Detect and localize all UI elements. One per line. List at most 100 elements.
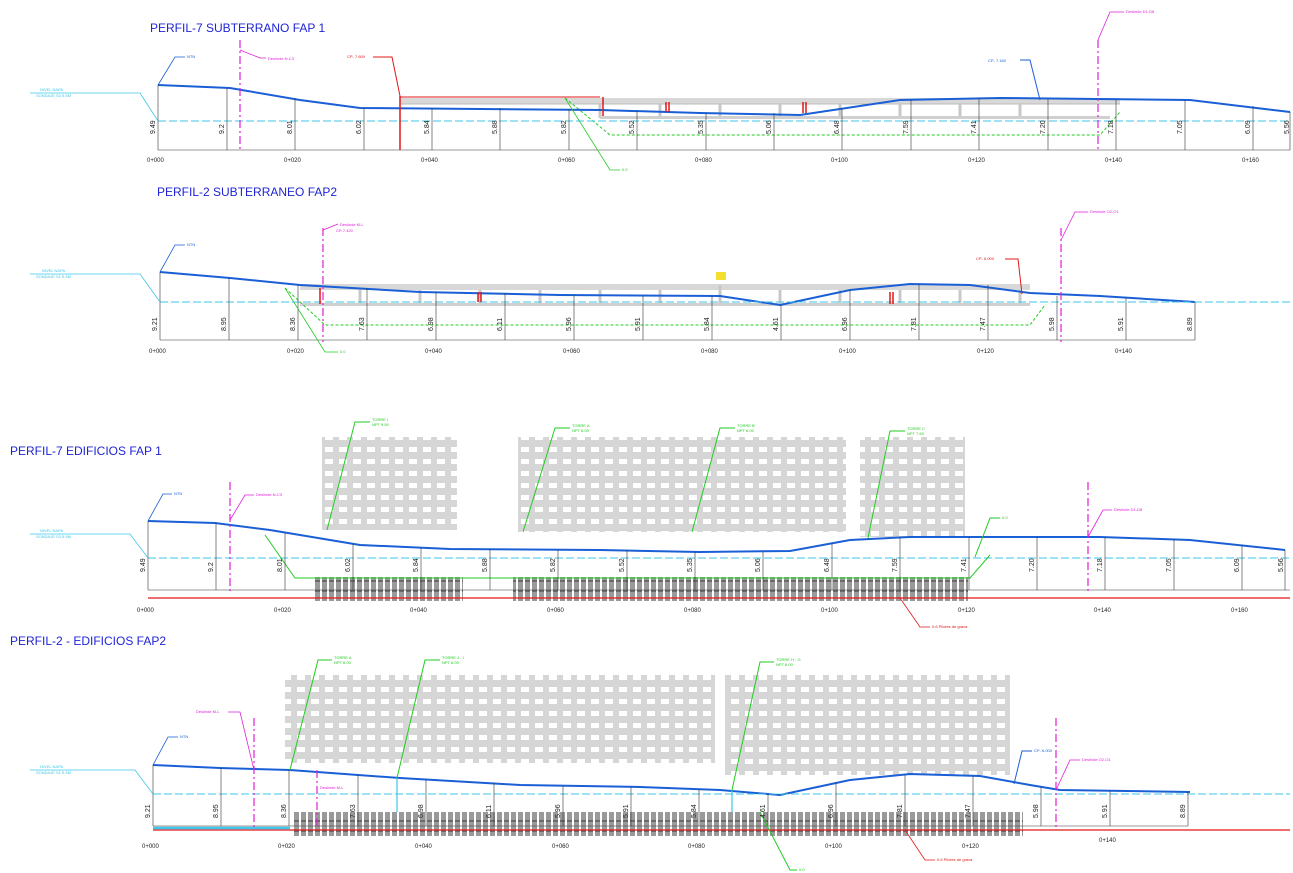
depth-value: 5.84 [691, 804, 698, 818]
zero-label: 0.0 [799, 867, 805, 872]
cp-left-label: CP-7.420 [336, 228, 354, 233]
station-label: 0+080 [688, 844, 706, 850]
buildings [322, 437, 965, 537]
station-label: 0+020 [274, 608, 292, 614]
depth-value: 7.41 [971, 120, 978, 134]
depth-value: 6.98 [428, 317, 435, 331]
depth-value: 5.56 [1284, 120, 1291, 134]
station-grid [159, 272, 1196, 341]
tower-npt: NPT 7.60 [907, 431, 925, 436]
station-label: 0+060 [558, 158, 576, 164]
deslinde-left-label: Deslinde N-C3 [256, 492, 283, 497]
depth-value: 7.20 [1040, 120, 1047, 134]
underground-structure [300, 272, 1030, 306]
cp-left-label: CP- 7.600 [347, 54, 366, 59]
profile-3: PERFIL-7 EDIFICIOS FAP 1 [10, 417, 1290, 629]
depth-value: 5.52 [619, 558, 626, 572]
station-label: 0+080 [695, 158, 713, 164]
depth-value: 5.84 [424, 120, 431, 134]
piles-label: 0.6 Pilotes de grava [932, 624, 968, 629]
napa-label-2: SONDAJE S3 5.5M [36, 93, 71, 98]
station-label: 0+060 [552, 844, 570, 850]
depth-value: 9.2 [219, 124, 226, 134]
depth-value: 5.98 [1033, 804, 1040, 818]
depth-value: 6.09 [1245, 120, 1252, 134]
station-label: 0+080 [684, 608, 702, 614]
tower-labels: TORRE I NPT 9.50 TORRE A NPT 6.00 TORRE … [372, 417, 925, 436]
buildings [285, 675, 1010, 775]
deslinde-left-label: Deslinde N-C3 [268, 56, 295, 61]
zero-label: 0.0 [1002, 515, 1008, 520]
depth-value: 8.89 [1180, 804, 1187, 818]
deslinde-right-label: Deslinde D1-D8 [1126, 9, 1155, 14]
pile-row [513, 577, 968, 601]
station-label: 0+080 [701, 349, 719, 355]
station-grid [152, 765, 1189, 827]
terrain-line [157, 84, 1291, 117]
depth-values: 9.21 8.95 8.36 7.63 6.98 6.11 5.96 5.91 … [152, 317, 1194, 331]
depth-value: 8.95 [213, 804, 220, 818]
station-grid [147, 521, 1290, 591]
tower-label: TORRE I [372, 417, 388, 422]
excavation-line [284, 287, 1046, 326]
depth-value: 5.88 [492, 120, 499, 134]
tower-label: TORRE J - I [442, 655, 464, 660]
zero-label: 0.0 [622, 167, 628, 172]
napa-label-2: SONDAJE S1 5.5M [36, 274, 71, 279]
station-label: 0+040 [425, 349, 443, 355]
cyan-verticals [396, 778, 733, 812]
depth-value: 7.81 [911, 317, 918, 331]
depth-value: 5.96 [566, 317, 573, 331]
depth-value: 7.81 [897, 804, 904, 818]
profile-4: PERFIL-2 - EDIFICIOS FAP2 [10, 634, 1290, 872]
depth-value: 7.47 [965, 804, 972, 818]
terrain-line [159, 271, 1196, 307]
profile-1: PERFIL-7 SUBTERRANO FAP 1 [30, 9, 1291, 172]
tower-leaders [326, 421, 1000, 558]
depth-value: 5.84 [413, 558, 420, 572]
depth-value: 6.11 [497, 318, 504, 331]
station-label: 0+020 [287, 349, 305, 355]
depth-value: 8.36 [290, 317, 297, 331]
station-label: 0+000 [137, 608, 155, 614]
depth-value: 7.63 [359, 317, 366, 331]
depth-value: 5.06 [755, 558, 762, 572]
ntn-label: NTN [187, 54, 195, 59]
tower-npt: NPT 6.00 [737, 428, 755, 433]
depth-value: 8.01 [287, 120, 294, 134]
station-label: 0+120 [962, 844, 980, 850]
depth-value: 7.05 [1177, 120, 1184, 134]
tower-label: TORRE A [572, 423, 590, 428]
depth-value: 6.09 [1234, 558, 1241, 572]
piles-label: 0.6 Pilotes de grava [937, 857, 973, 862]
depth-value: 7.20 [1029, 558, 1036, 572]
depth-value: 5.52 [629, 120, 636, 134]
depth-value: 5.96 [555, 804, 562, 818]
station-label: 0+160 [1242, 158, 1260, 164]
pile-row [313, 577, 463, 601]
station-labels: 0+000 0+020 0+040 0+060 0+080 0+100 0+12… [147, 158, 1260, 164]
station-label: 0+040 [415, 844, 433, 850]
station-label: 0+060 [547, 608, 565, 614]
station-label: 0+060 [563, 349, 581, 355]
excavation-line [264, 534, 991, 579]
underground-structure [400, 98, 1120, 119]
depth-value: 5.82 [561, 120, 568, 134]
napa-label: NIVEL NAPA [40, 764, 63, 769]
napa-label: NIVEL NAPA [42, 268, 65, 273]
ntn-label: NTN [187, 242, 195, 247]
depth-values: 9.49 9.2 8.01 6.02 5.84 5.88 5.82 5.52 5… [150, 120, 1291, 134]
deslinde-left-label: Deslinde M-L [340, 222, 364, 227]
deslinde-mid-label: Deslinde M-L [320, 785, 344, 790]
station-labels: 0+000 0+020 0+040 0+060 0+080 0+100 0+12… [149, 349, 1133, 355]
depth-value: 9.21 [152, 317, 159, 331]
red-markers [399, 96, 807, 150]
napa-label: NIVEL NAPA [40, 87, 63, 92]
depth-values: 9.49 9.2 8.01 6.02 5.84 5.88 5.82 5.52 5… [140, 558, 1285, 572]
depth-value: 9.21 [145, 804, 152, 818]
profile-2: PERFIL-2 SUBTERRANEO FAP2 [30, 185, 1290, 355]
depth-value: 6.02 [345, 558, 352, 572]
depth-value: 7.18 [1108, 120, 1115, 134]
depth-value: 7.59 [903, 120, 910, 134]
depth-value: 7.41 [961, 558, 968, 572]
